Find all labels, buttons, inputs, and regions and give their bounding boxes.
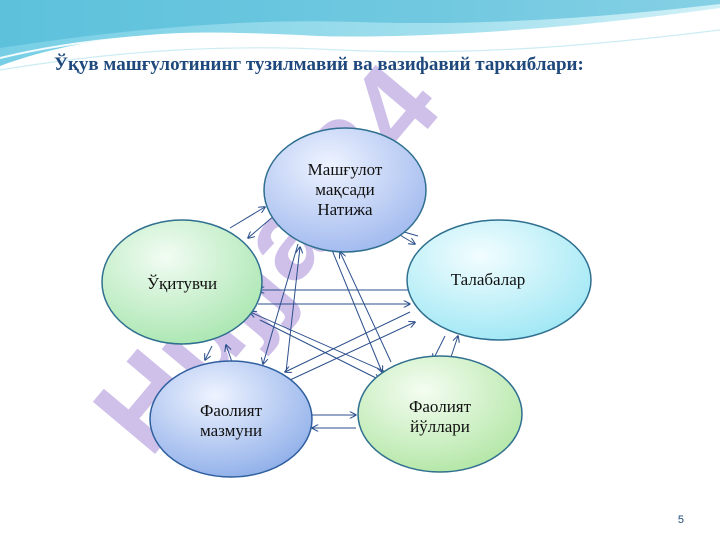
node-goal-line-2: мақсади <box>315 180 375 199</box>
node-content-label: Фаолият мазмуни <box>171 401 291 441</box>
node-goal-ellipse <box>263 127 427 253</box>
node-students-label: Талабалар <box>428 270 548 290</box>
connection-arrow-1 <box>248 214 276 238</box>
node-students-ellipse <box>406 219 592 341</box>
node-goal-line-3: Натижа <box>317 200 373 219</box>
node-content-line-2: мазмуни <box>199 421 263 440</box>
connection-arrow-11 <box>226 345 233 363</box>
node-goal-label: Машғулот мақсади Натижа <box>285 160 405 220</box>
node-content-line-1: Фаолият <box>199 401 263 420</box>
node-methods-line-2: йўллари <box>410 417 470 436</box>
connection-arrow-15 <box>340 252 392 363</box>
node-methods-label: Фаолият йўллари <box>380 397 500 437</box>
node-methods-line-1: Фаолият <box>408 397 472 416</box>
connection-arrow-12 <box>263 243 299 364</box>
node-teacher-line-1: Ўқитувчи <box>146 274 218 293</box>
node-students-line-1: Талабалар <box>450 270 526 289</box>
node-teacher-ellipse <box>101 219 263 345</box>
page-number: 5 <box>677 514 684 526</box>
connection-arrow-16 <box>259 319 380 380</box>
node-content-ellipse <box>149 360 313 478</box>
connection-arrow-14 <box>331 249 382 372</box>
nodes <box>101 127 592 478</box>
slide-title: Ўқув машғулотининг тузилмавий ва вазифав… <box>54 54 584 75</box>
connection-arrow-17 <box>250 312 387 373</box>
connection-arrow-13 <box>285 247 300 373</box>
node-methods-ellipse <box>357 355 523 473</box>
connection-arrow-10 <box>205 345 213 360</box>
connection-arrow-19 <box>289 322 415 381</box>
connection-arrow-18 <box>285 311 411 372</box>
connection-arrow-0 <box>229 207 265 229</box>
node-goal-line-1: Машғулот <box>307 160 383 179</box>
node-teacher-label: Ўқитувчи <box>120 274 244 294</box>
